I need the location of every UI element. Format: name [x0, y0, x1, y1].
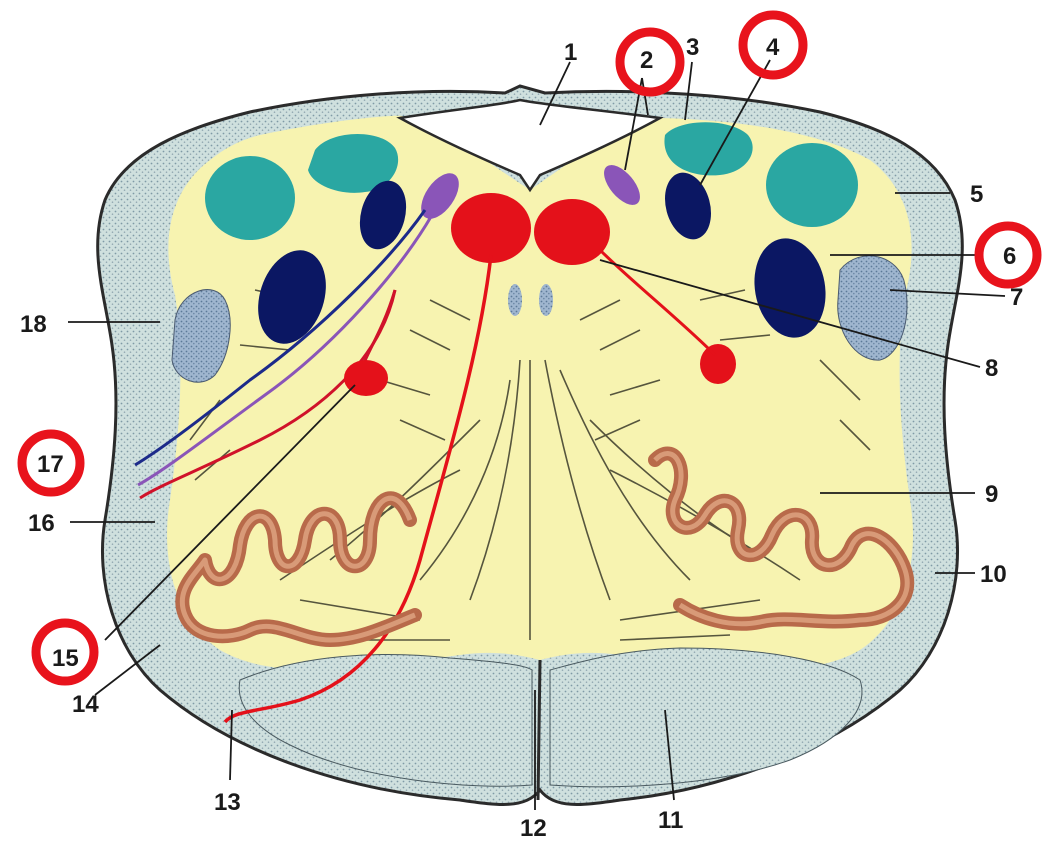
- label-13: 13: [214, 789, 241, 816]
- anterior-median-fissure: [538, 660, 540, 800]
- label-8: 8: [985, 355, 998, 382]
- label-4: 4: [766, 34, 780, 61]
- label-12: 12: [520, 815, 547, 838]
- label-16: 16: [28, 510, 55, 537]
- label-15: 15: [52, 645, 79, 672]
- label-3: 3: [686, 34, 699, 61]
- teal-nucleus-right-large: [766, 143, 858, 227]
- label-2: 2: [640, 47, 653, 74]
- label-1: 1: [564, 39, 577, 66]
- label-11: 11: [658, 807, 683, 834]
- red-nucleus-right: [534, 199, 610, 265]
- label-14: 14: [72, 691, 99, 718]
- central-dot-left: [508, 284, 522, 316]
- teal-nucleus-left-large: [205, 156, 295, 240]
- pyramid-right: [550, 648, 862, 787]
- pyramid-left: [239, 654, 532, 786]
- red-nucleus-small-right: [700, 344, 736, 384]
- label-18: 18: [20, 311, 47, 338]
- label-17: 17: [37, 451, 64, 478]
- central-dot-right: [539, 284, 553, 316]
- label-5: 5: [970, 181, 983, 208]
- label-6: 6: [1003, 243, 1016, 270]
- label-10: 10: [980, 561, 1007, 588]
- red-nucleus-left: [451, 193, 531, 263]
- label-9: 9: [985, 481, 998, 508]
